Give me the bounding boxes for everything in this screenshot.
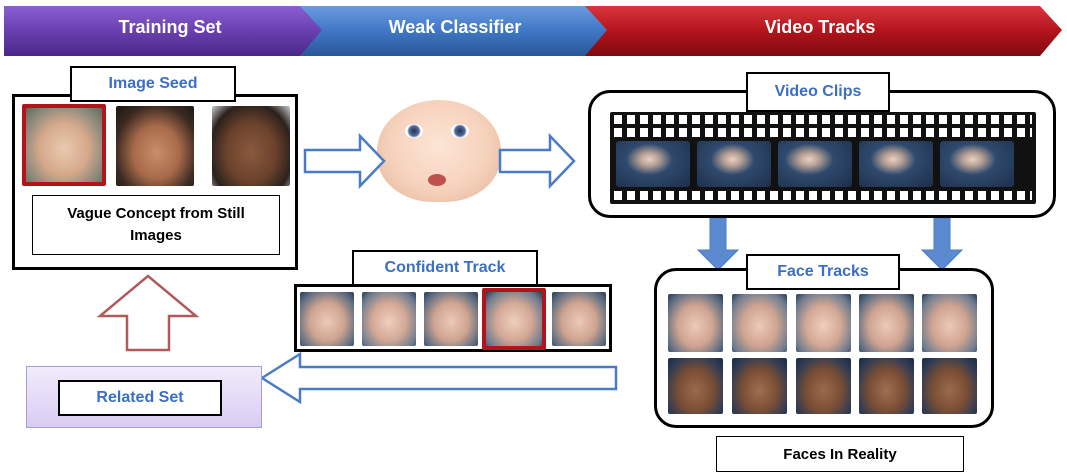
- face-track-b-5: [922, 358, 977, 414]
- seed-face-2: [116, 106, 194, 186]
- film-strip-bottom-holes: [614, 191, 1032, 200]
- arrow-right-1: [303, 132, 386, 190]
- face-track-b-4: [859, 358, 914, 414]
- face-track-a-4: [859, 294, 914, 352]
- faces-in-reality-label: Faces In Reality: [783, 445, 897, 463]
- confident-face-1: [300, 292, 354, 346]
- confident-face-3: [424, 292, 478, 346]
- video-frame-2: [697, 141, 771, 187]
- baby-right-eye-icon: [451, 124, 469, 138]
- image-seed-title: Image Seed: [70, 66, 236, 102]
- seed-face-1: [22, 104, 106, 186]
- face-track-b-1: [668, 358, 723, 414]
- video-frame-1: [616, 141, 690, 187]
- face-track-a-3: [796, 294, 851, 352]
- banner-weak-classifier-label: Weak Classifier: [388, 17, 522, 37]
- arrow-left-long: [259, 351, 618, 405]
- face-tracks-title: Face Tracks: [746, 254, 900, 290]
- video-clips-title: Video Clips: [746, 72, 890, 112]
- banner-segment-blue: [300, 6, 607, 56]
- film-strip-top-holes: [614, 115, 1032, 124]
- arrow-up-red: [96, 274, 200, 352]
- video-frame-4: [859, 141, 933, 187]
- confident-face-5: [552, 292, 606, 346]
- arrow-right-2: [498, 132, 576, 190]
- baby-left-eye-icon: [405, 124, 423, 138]
- face-track-a-1: [668, 294, 723, 352]
- image-seed-description-box: Vague Concept from Still Images: [32, 195, 280, 255]
- process-banner: [4, 6, 1062, 56]
- seed-face-3: [212, 106, 290, 186]
- video-frame-3: [778, 141, 852, 187]
- confident-face-4-highlighted: [482, 288, 546, 350]
- face-track-a-5: [922, 294, 977, 352]
- related-set-title: Related Set: [58, 380, 222, 416]
- video-frame-5: [940, 141, 1014, 187]
- banner-segment-red: [580, 6, 1062, 56]
- confident-face-2: [362, 292, 416, 346]
- film-strip-second-holes: [614, 128, 1032, 137]
- arrow-down-2: [920, 217, 964, 271]
- banner-training-set-label: Training Set: [118, 17, 222, 37]
- banner-video-tracks-label: Video Tracks: [764, 17, 876, 37]
- face-track-a-2: [732, 294, 787, 352]
- confident-track-title: Confident Track: [352, 250, 538, 286]
- banner-segment-purple: [4, 6, 322, 56]
- image-seed-description: Vague Concept from Still Images: [67, 205, 245, 244]
- face-track-b-2: [732, 358, 787, 414]
- baby-mouth-icon: [428, 174, 446, 186]
- arrow-down-1: [696, 217, 740, 271]
- face-track-b-3: [796, 358, 851, 414]
- faces-in-reality-box: Faces In Reality: [716, 436, 964, 472]
